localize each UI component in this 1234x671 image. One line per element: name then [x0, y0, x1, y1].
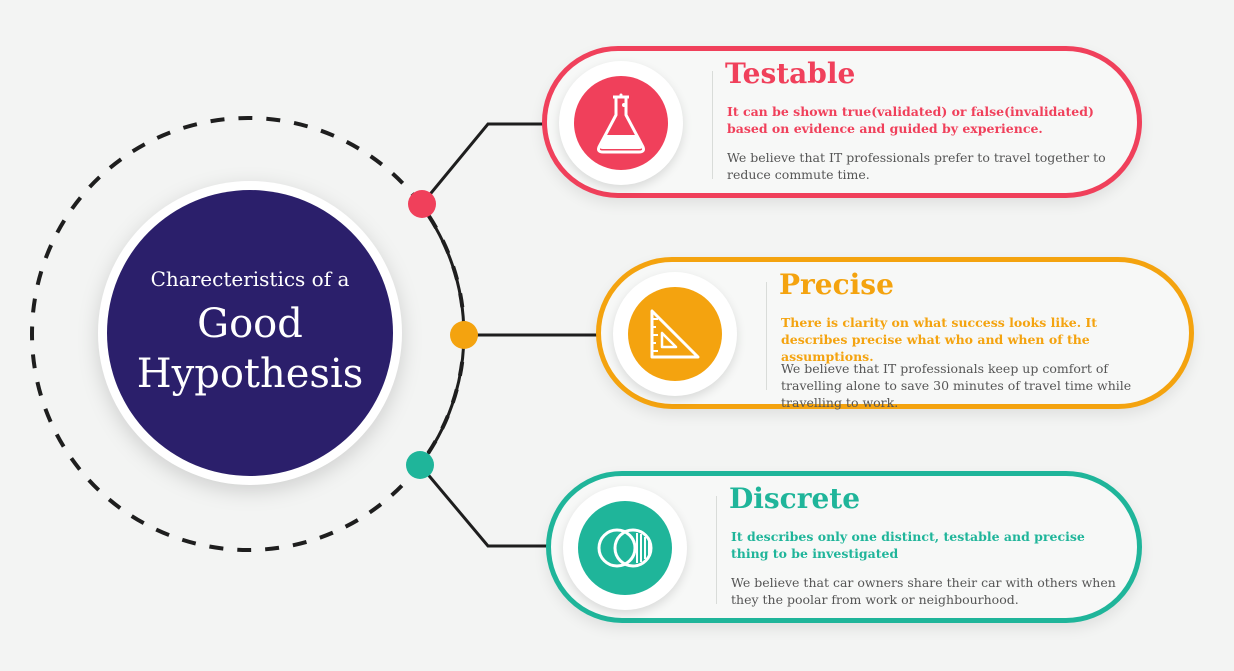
icon-holder [559, 61, 683, 185]
card-precise: Precise There is clarity on what success… [596, 257, 1194, 410]
center-title-line1: Good [197, 301, 303, 347]
node-discrete [406, 451, 434, 479]
node-testable [408, 190, 436, 218]
center-title-line2: Hypothesis [136, 351, 364, 397]
flask-icon [574, 76, 668, 170]
card-divider [766, 282, 767, 390]
card-title: Testable [725, 57, 856, 90]
card-divider [716, 496, 717, 604]
center-circle [107, 190, 393, 476]
card-description: It can be shown true(validated) or false… [727, 104, 1094, 136]
card-example: We believe that IT professionals keep up… [781, 361, 1132, 410]
card-divider [712, 71, 713, 179]
center-subtitle: Charecteristics of a [150, 267, 350, 291]
card-description: There is clarity on what success looks l… [781, 315, 1098, 364]
card-testable: Testable It can be shown true(validated)… [542, 46, 1142, 198]
set-square-icon [628, 287, 722, 381]
card-example: We believe that car owners share their c… [731, 575, 1116, 607]
card-discrete: Discrete It describes only one distinct,… [546, 471, 1142, 623]
card-example: We believe that IT professionals prefer … [727, 150, 1106, 182]
venn-circles-icon [578, 501, 672, 595]
node-precise [450, 321, 478, 349]
icon-holder [613, 272, 737, 396]
card-title: Precise [779, 268, 894, 301]
icon-holder [563, 486, 687, 610]
card-title: Discrete [729, 482, 861, 515]
connector-bottom [418, 464, 560, 548]
connector-top [420, 122, 560, 205]
card-description: It describes only one distinct, testable… [731, 529, 1085, 561]
center-title: Charecteristics of a Good Hypothesis [100, 188, 400, 478]
